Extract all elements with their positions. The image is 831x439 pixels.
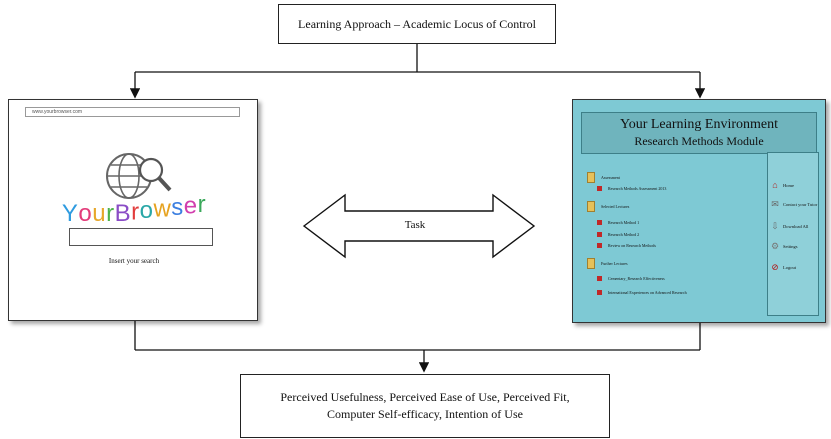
document-icon [597,276,602,281]
nav-label: Logout [783,264,796,270]
brand-letter: u [92,200,107,227]
mail-icon: ✉ [771,198,779,209]
task-label: Task [404,219,426,231]
nav-download-all[interactable]: ⇩ Download All [770,219,820,233]
nav-contact-tutor[interactable]: ✉ Contact your Tutor [770,197,820,211]
lecture-label: Research Methods Assessment 2013 [608,186,667,191]
section-label: Assessment [601,175,620,180]
lms-title: Your Learning Environment [620,117,778,132]
url-text: www.yourbrowser.com [32,109,83,115]
lms-header: Your Learning Environment Research Metho… [581,112,817,154]
nav-label: Settings [783,243,798,249]
search-input[interactable] [69,228,213,246]
search-caption: Insert your search [108,257,160,265]
brand-letter: Y [61,200,79,227]
brand-letter: o [78,200,93,227]
lecture-label: Research Method 2 [608,232,640,237]
browser-panel: www.yourbrowser.com YourBrowser Insert y… [8,99,258,321]
lms-subtitle: Research Methods Module [634,134,764,148]
nav-label: Contact your Tutor [783,201,818,207]
section-label: Further Lectures [601,261,628,266]
top-box: Learning Approach – Academic Locus of Co… [278,4,556,44]
brand-letter: r [197,191,207,218]
section-selected-lectures[interactable]: Selected Lectures [587,201,629,212]
section-label: Selected Lectures [601,204,630,209]
section-further-lectures[interactable]: Further Lectures [587,258,628,269]
lecture-item[interactable]: Research Method 1 [597,220,639,225]
lecture-label: Review on Research Methods [608,243,656,248]
nav-logout[interactable]: ⊘ Logout [770,260,820,274]
outcome-line-2: Computer Self-efficacy, Intention of Use [327,407,523,421]
brand-letter: e [183,192,198,220]
brand-letter: r [106,200,115,227]
brand-letter: s [171,194,184,221]
brand-letter: o [139,197,154,224]
section-assessment[interactable]: Assessment [587,172,620,183]
task-double-arrow [302,193,536,259]
home-icon: ⌂ [772,180,778,190]
document-icon [597,186,602,191]
document-icon [597,220,602,225]
settings-icon: ⚙ [770,240,780,251]
logout-icon: ⊘ [771,261,779,272]
folder-icon [587,172,595,183]
folder-icon [587,201,595,212]
bottom-box: Perceived Usefulness, Perceived Ease of … [240,374,610,438]
nav-settings[interactable]: ⚙ Settings [770,239,820,253]
lecture-label: International Experiences on Advanced Re… [608,290,687,295]
download-icon: ⇩ [771,220,779,231]
globe-magnifier-icon [106,153,172,199]
url-bar: www.yourbrowser.com [25,107,240,117]
brand-logo-text: YourBrowser [9,191,259,228]
lecture-item[interactable]: Research Method 2 [597,232,639,237]
folder-icon [587,258,595,269]
outcome-line-1: Perceived Usefulness, Perceived Ease of … [280,390,570,404]
document-icon [597,232,602,237]
lms-nav-sidebar: ⌂ Home ✉ Contact your Tutor ⇩ Download A… [767,152,819,316]
lecture-item[interactable]: Research Methods Assessment 2013 [597,186,666,191]
lecture-item[interactable]: Cementary_Research Effectiveness [597,276,665,281]
brand-letter: r [131,198,140,226]
nav-label: Home [783,182,794,188]
learning-environment-panel: Your Learning Environment Research Metho… [572,99,826,323]
document-icon [597,290,602,295]
lecture-label: Cementary_Research Effectiveness [608,276,665,281]
brand-letter: w [153,195,172,223]
nav-label: Download All [783,223,809,229]
top-box-label: Learning Approach – Academic Locus of Co… [298,16,536,31]
nav-home[interactable]: ⌂ Home [770,178,820,192]
lecture-item[interactable]: Review on Research Methods [597,243,656,248]
lecture-label: Research Method 1 [608,220,640,225]
document-icon [597,243,602,248]
brand-letter: B [114,200,132,227]
lecture-item[interactable]: International Experiences on Advanced Re… [597,290,687,295]
